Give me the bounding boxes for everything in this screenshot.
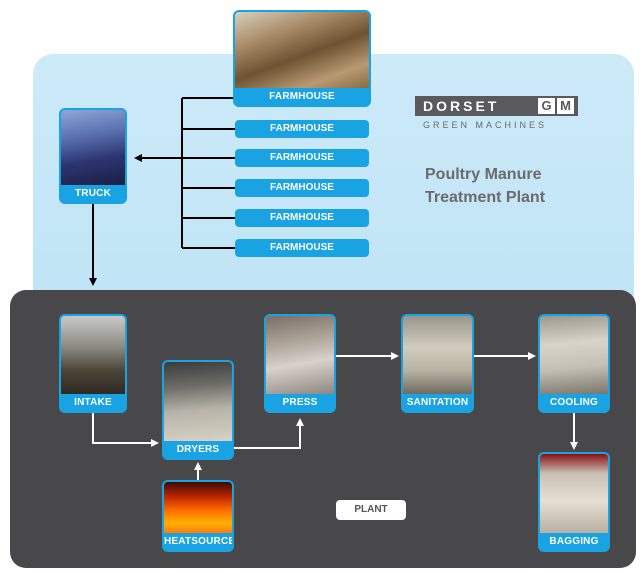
cooling-card: COOLING: [538, 314, 610, 413]
dryers-photo: [164, 362, 232, 441]
diagram-title: Poultry Manure Treatment Plant: [425, 163, 545, 209]
farmhouse-photo: [235, 12, 369, 88]
farmhouse-card: FARMHOUSE: [233, 10, 371, 107]
press-photo: [266, 316, 334, 394]
brand-tagline: GREEN MACHINES: [423, 120, 548, 130]
cooling-label: COOLING: [540, 394, 608, 411]
bagging-card: BAGGING: [538, 452, 610, 552]
press-label: PRESS: [266, 394, 334, 411]
dryers-card: DRYERS: [162, 360, 234, 460]
heatsource-card: HEATSOURCE: [162, 480, 234, 552]
bagging-photo: [540, 454, 608, 533]
process-arrows: [92, 352, 578, 480]
sanitation-label: SANITATION: [403, 394, 472, 411]
heatsource-label: HEATSOURCE: [164, 533, 232, 550]
intake-photo: [61, 316, 125, 394]
intake-label: INTAKE: [61, 394, 125, 411]
farm-to-truck-lines: [89, 97, 235, 286]
farmhouse-pill: FARMHOUSE: [235, 209, 369, 227]
farmhouse-pill: FARMHOUSE: [235, 179, 369, 197]
truck-label: TRUCK: [61, 185, 125, 202]
dryers-label: DRYERS: [164, 441, 232, 458]
sanitation-card: SANITATION: [401, 314, 474, 413]
intake-card: INTAKE: [59, 314, 127, 413]
plant-label: PLANT: [336, 500, 406, 520]
press-card: PRESS: [264, 314, 336, 413]
diagram-title-line2: Treatment Plant: [425, 189, 546, 206]
truck-card: TRUCK: [59, 108, 127, 204]
brand-logo: DORSET G M: [415, 96, 578, 116]
diagram-title-line1: Poultry Manure: [425, 166, 542, 183]
farmhouse-pill: FARMHOUSE: [235, 149, 369, 167]
brand-mark-g: G: [538, 98, 555, 114]
brand-wordmark: DORSET: [423, 98, 500, 114]
farmhouse-pill: FARMHOUSE: [235, 239, 369, 257]
sanitation-photo: [403, 316, 472, 394]
cooling-photo: [540, 316, 608, 394]
heatsource-photo: [164, 482, 232, 533]
brand-mark-m: M: [557, 98, 574, 114]
farmhouse-pill: FARMHOUSE: [235, 120, 369, 138]
farmhouse-label: FARMHOUSE: [235, 88, 369, 105]
bagging-label: BAGGING: [540, 533, 608, 550]
truck-photo: [61, 110, 125, 185]
